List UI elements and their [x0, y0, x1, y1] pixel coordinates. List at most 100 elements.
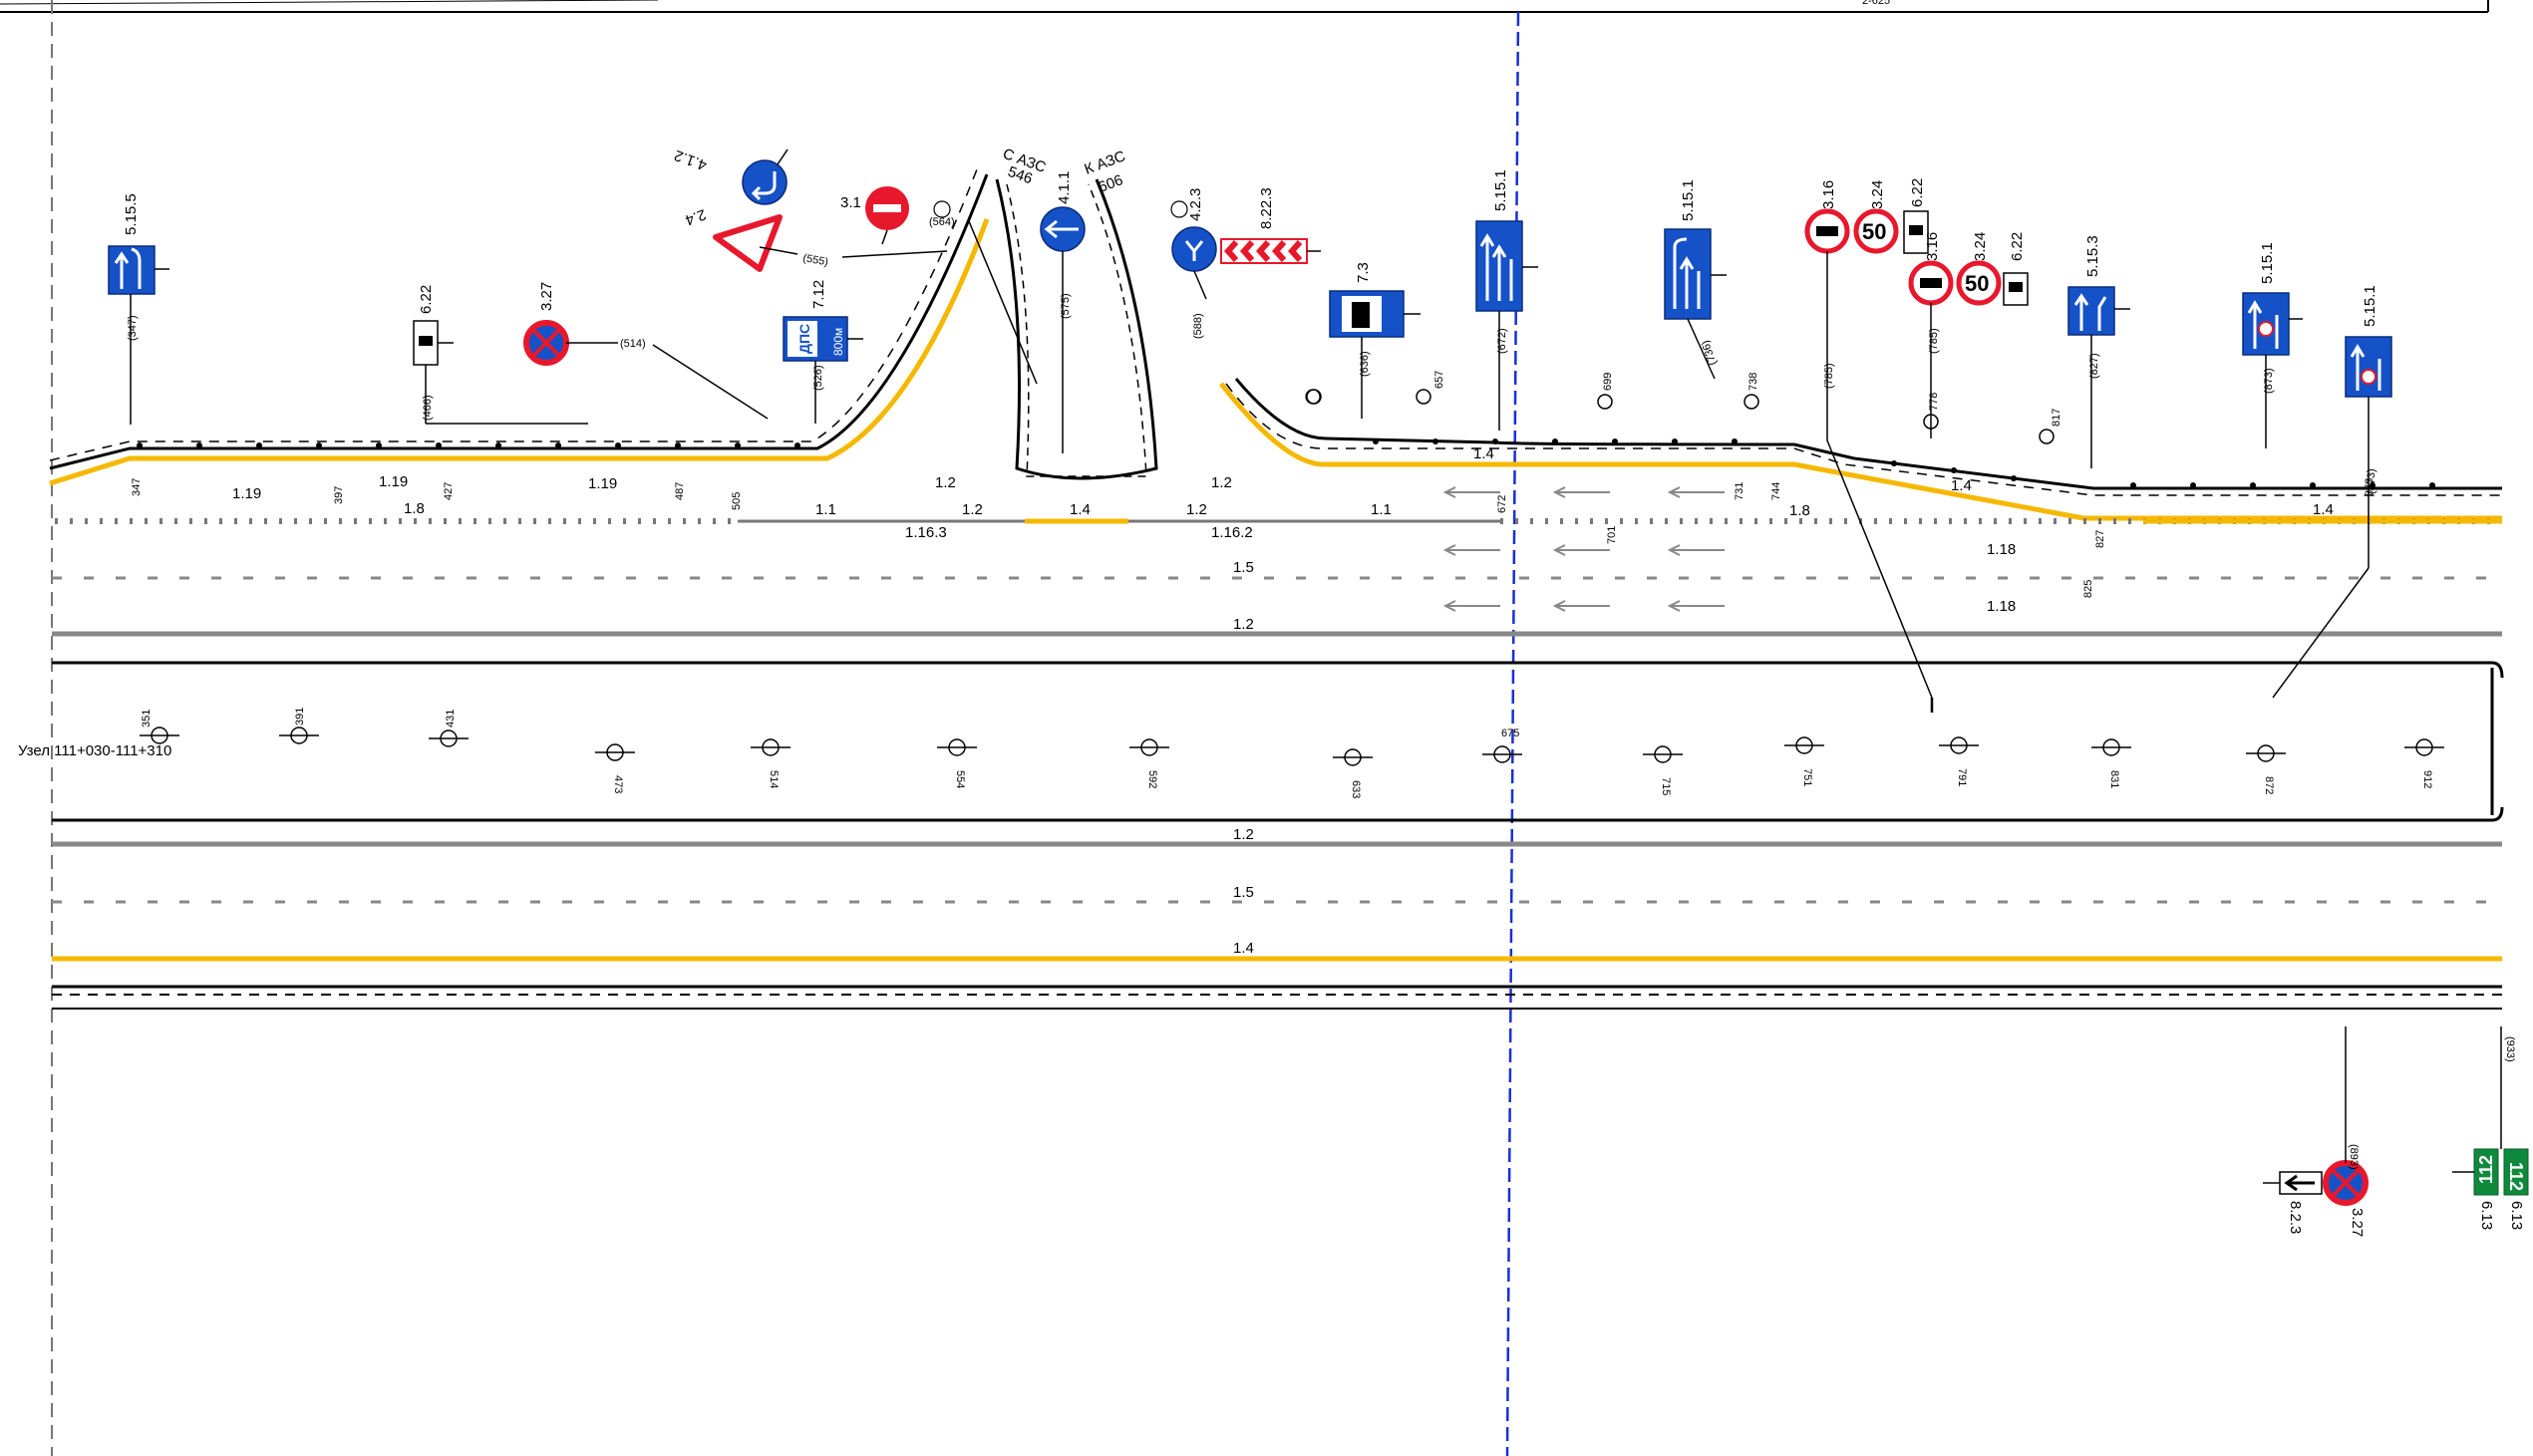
chainage-672: 672 — [1496, 495, 1508, 513]
sign-code-7-12: 7.12 — [810, 280, 827, 309]
sign-code-6-22-c: 6.22 — [2009, 232, 2026, 261]
marking-1-18-b: 1.18 — [1987, 598, 2016, 615]
sign-code-7-3: 7.3 — [1355, 262, 1372, 283]
sign-6-13-value-a: 112 — [2476, 1155, 2496, 1184]
light-912: 912 — [2421, 770, 2433, 788]
marking-1-1-a: 1.1 — [815, 501, 836, 518]
sign-code-8-22-3: 8.22.3 — [1258, 187, 1275, 229]
sign-group-785-b: 3.16 50 3.24 6.22 (785) — [1908, 232, 2029, 438]
light-778: 778 — [1928, 393, 1940, 411]
sign-code-5-15-1-c: 5.15.1 — [2259, 242, 2276, 284]
sign-4-2-3: 4.2.3 (588) — [1170, 188, 1217, 339]
sign-code-4-2-3: 4.2.3 — [1187, 188, 1204, 221]
chainage-487: 487 — [674, 482, 686, 500]
median-lights: 351 391 431 473 514 554 592 633 715 751 … — [140, 708, 2444, 798]
sign-code-4-1-1: 4.1.1 — [1056, 171, 1073, 204]
marking-1-18-a: 1.18 — [1987, 541, 2016, 558]
sign-5-15-5: 5.15.5 (347) — [108, 193, 169, 425]
chainage-427: 427 — [443, 482, 455, 500]
sign-7-12-text2: 800м — [831, 328, 845, 356]
light-872: 872 — [2263, 776, 2275, 794]
sign-code-3-27-a: 3.27 — [538, 282, 555, 311]
median — [52, 661, 2504, 1010]
marking-1-4-a: 1.4 — [1070, 501, 1091, 518]
sign-pos-347: (347) — [127, 315, 139, 341]
light-738: 738 — [1747, 373, 1759, 391]
azs-to-title: К АЗС — [1083, 147, 1128, 178]
marking-1-1-b: 1.1 — [1371, 501, 1392, 518]
marking-1-2-b: 1.2 — [962, 501, 983, 518]
sign-code-5-15-3: 5.15.3 — [2084, 235, 2101, 277]
sign-7-12: ДПС 800м 7.12 (526) — [783, 280, 863, 424]
sign-code-3-24-b: 3.24 — [1972, 232, 1989, 261]
sign-code-6-22-b: 6.22 — [1909, 178, 1926, 207]
sign-pos-526: (526) — [812, 365, 824, 391]
sign-pos-555: (555) — [801, 252, 828, 268]
sign-5-15-1-d: 5.15.1 (873) — [2272, 285, 2392, 699]
sign-pos-785-a: (785) — [1823, 363, 1835, 389]
signs: 5.15.5 (347) 6.22 (466) 3.27 (514) ДПС 8… — [108, 146, 2529, 1237]
marking-1-16-2: 1.16.2 — [1211, 524, 1253, 541]
sign-code-3-16-a: 3.16 — [1820, 180, 1837, 209]
light-831: 831 — [2108, 770, 2120, 788]
light-751: 751 — [1801, 768, 1813, 786]
upper-roadway — [49, 168, 2502, 521]
marking-1-19-b: 1.19 — [379, 473, 408, 490]
sign-3-27-b: (893) 3.27 8.2.3 — [2263, 1026, 2369, 1237]
sign-pos-575: (575) — [1060, 293, 1072, 319]
chainage-827: 827 — [2094, 530, 2106, 548]
roadside-lights: 657 699 738 778 817 — [1306, 371, 2062, 444]
sign-7-3: 7.3 (636) — [1305, 262, 1421, 419]
sign-3-24-value-b: 50 — [1965, 271, 1989, 296]
sign-pos-514: (514) — [620, 338, 646, 350]
chainage-701: 701 — [1606, 526, 1618, 544]
light-351: 351 — [141, 710, 153, 728]
upper-markings — [52, 518, 2502, 637]
light-391: 391 — [294, 708, 306, 726]
sign-4-1-1: 4.1.1 (575) — [1040, 171, 1086, 453]
sign-pos-873-b: (873) — [2366, 468, 2377, 494]
marking-1-19-c: 1.19 — [588, 475, 617, 492]
marking-1-19-a: 1.19 — [232, 485, 261, 502]
sign-code-5-15-1-a: 5.15.1 — [1492, 169, 1509, 211]
marking-1-4-c: 1.4 — [1951, 477, 1972, 494]
chainage-397: 397 — [333, 486, 345, 504]
sign-code-3-24-a: 3.24 — [1869, 180, 1886, 209]
sign-code-6-13-b: 6.13 — [2508, 1201, 2525, 1230]
marking-labels: 1.19 1.19 1.19 1.8 1.8 1.1 1.1 1.2 1.2 1… — [232, 445, 2334, 957]
sign-5-15-1-c: 5.15.1 (873) — [2242, 242, 2303, 448]
sign-code-6-22-a: 6.22 — [418, 285, 435, 314]
sign-code-3-1: 3.1 — [840, 194, 861, 211]
light-791: 791 — [1956, 768, 1968, 786]
light-699: 699 — [1602, 373, 1614, 391]
marking-1-4-d: 1.4 — [2313, 501, 2334, 518]
sign-code-4-1-2: 4.1.2 — [672, 146, 709, 173]
sign-code-5-15-1-b: 5.15.1 — [1680, 179, 1697, 221]
sign-6-13: 112 112 (933) 6.13 6.13 — [2452, 1026, 2529, 1230]
marking-1-4-b: 1.4 — [1473, 445, 1494, 462]
marking-1-16-3: 1.16.3 — [905, 524, 947, 541]
sign-5-15-1-b: 5.15.1 (736) — [1664, 179, 1727, 380]
light-592: 592 — [1146, 770, 1158, 788]
sign-code-2-4: 2.4 — [683, 205, 708, 228]
light-715: 715 — [1660, 777, 1672, 795]
sign-8-22-3: 8.22.3 — [1220, 187, 1321, 264]
marking-1-5-b: 1.5 — [1233, 884, 1254, 901]
sign-pos-873-a: (873) — [2263, 368, 2275, 394]
sign-code-5-15-5: 5.15.5 — [123, 193, 140, 235]
light-431: 431 — [445, 710, 457, 728]
sign-5-15-3: 5.15.3 (827) — [2067, 235, 2130, 468]
sign-3-1: 3.1 (564) — [840, 186, 1038, 385]
chainage-675: 675 — [1501, 728, 1519, 739]
sign-pos-893: (893) — [2348, 1144, 2360, 1170]
sign-code-6-13-a: 6.13 — [2478, 1201, 2495, 1230]
sign-pos-466: (466) — [422, 395, 434, 421]
sign-pos-736: (736) — [1700, 339, 1720, 367]
sign-pos-672: (672) — [1496, 328, 1508, 354]
marking-1-8-b: 1.8 — [1789, 502, 1810, 519]
sign-code-3-27-b: 3.27 — [2349, 1208, 2366, 1237]
sign-3-24-value-a: 50 — [1862, 219, 1886, 244]
light-633: 633 — [1350, 780, 1362, 798]
sign-code-5-15-1-d: 5.15.1 — [2362, 285, 2378, 327]
